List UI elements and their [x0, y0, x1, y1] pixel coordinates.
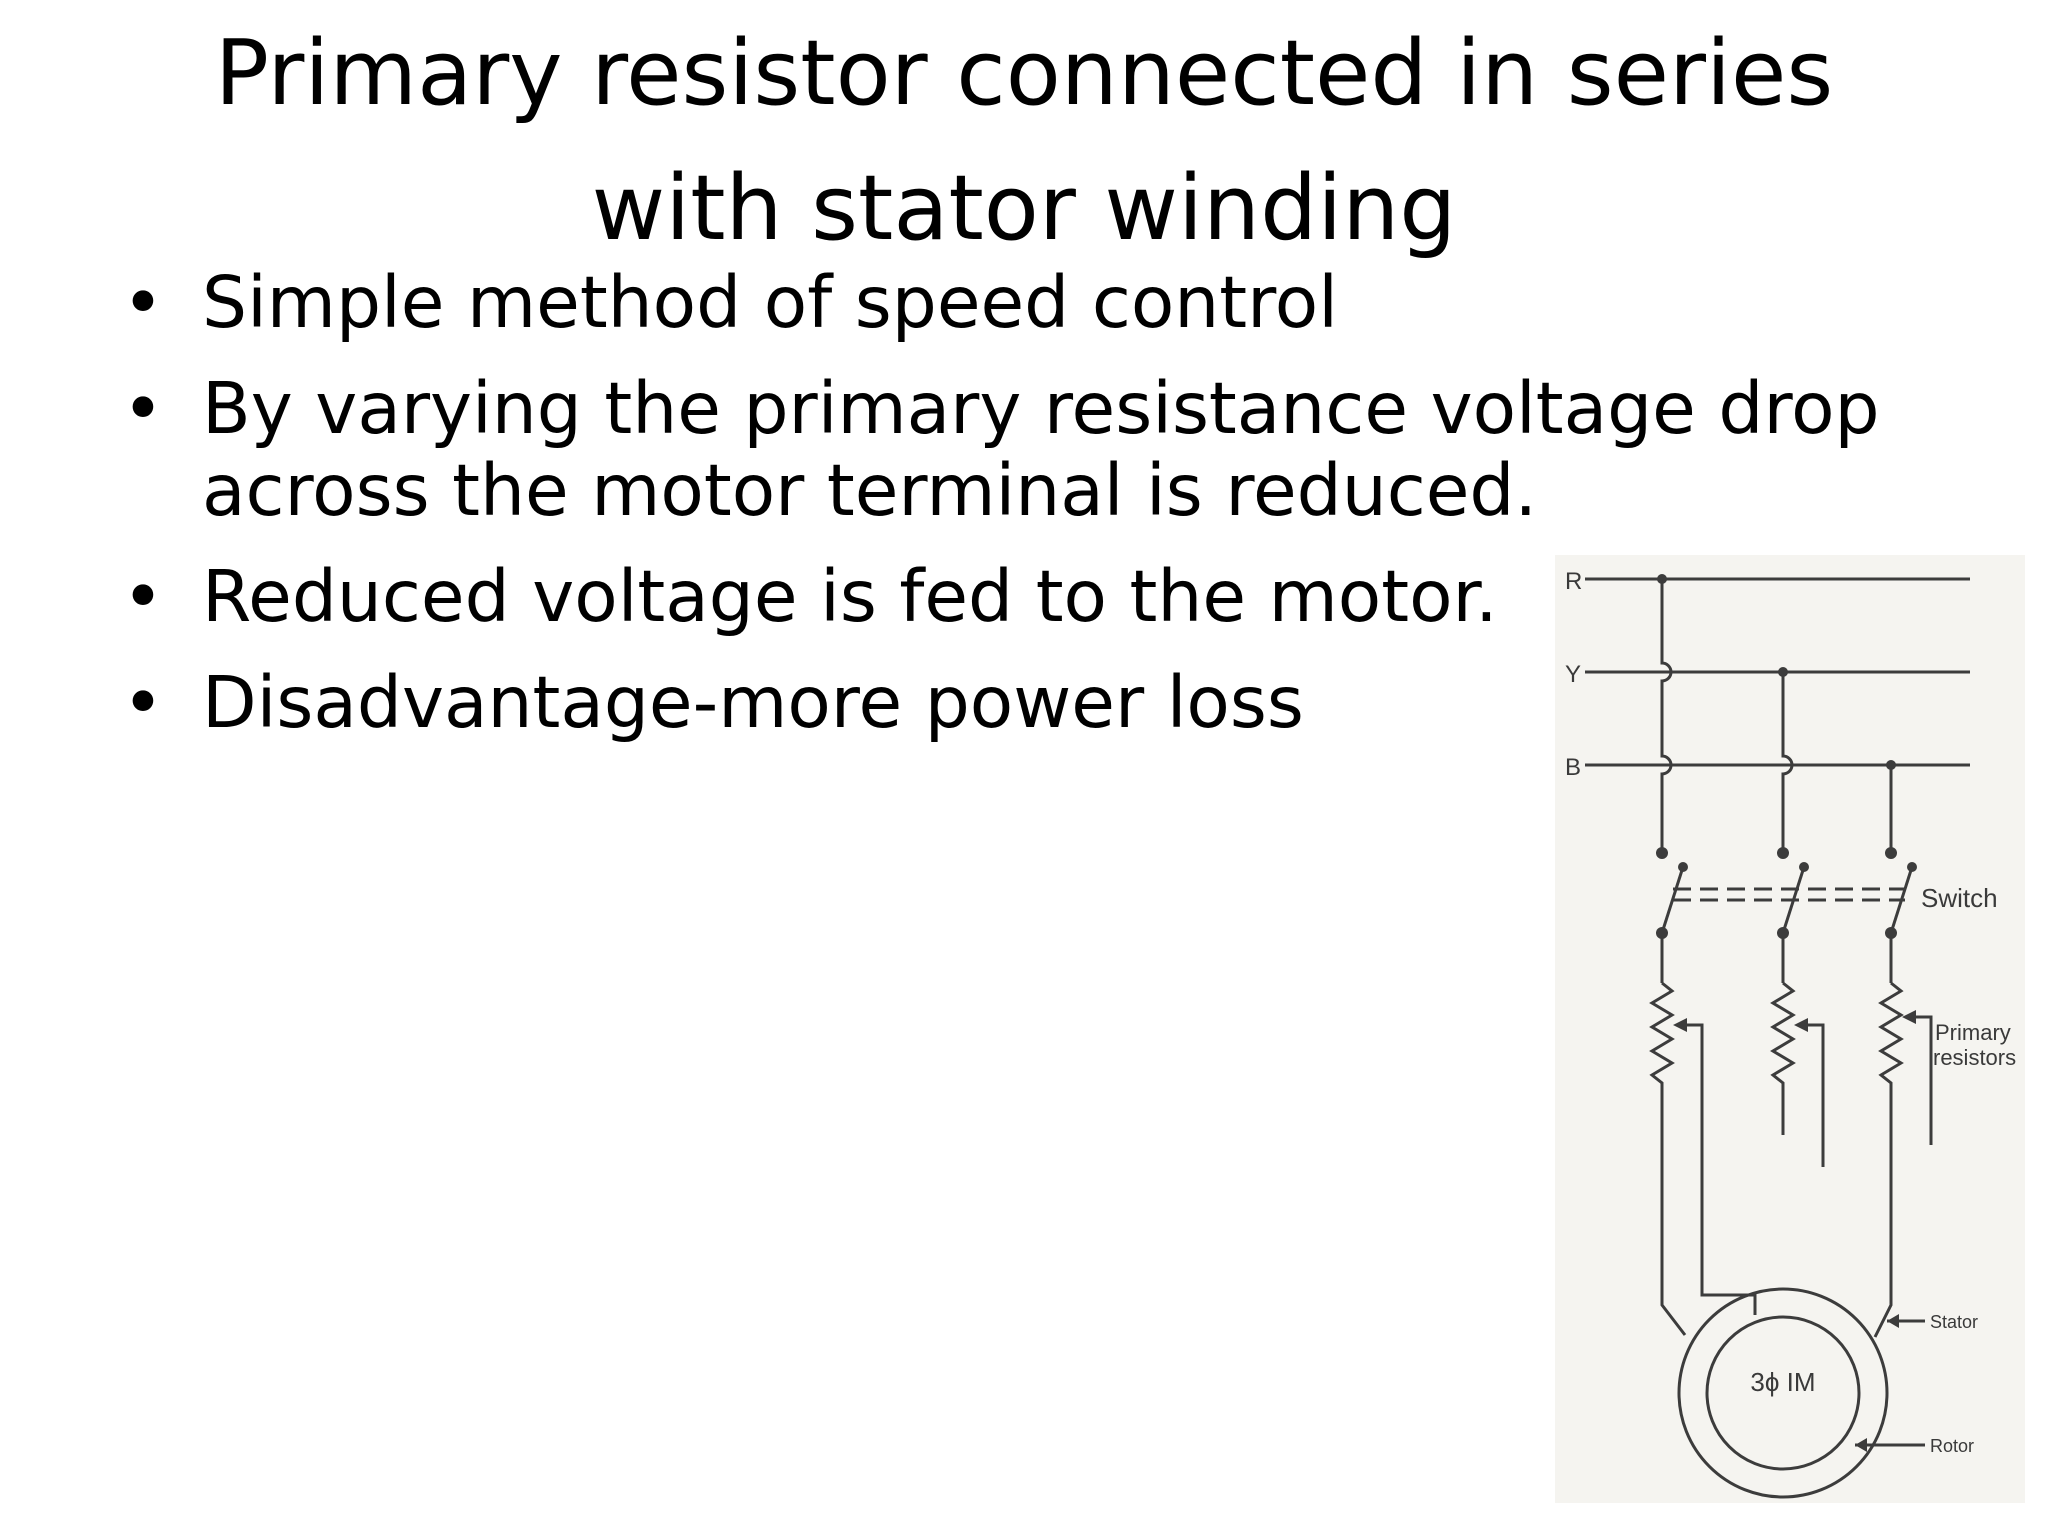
circuit-diagram: R Y B Switch Primary resistors 3ϕ IM Sta… — [1555, 555, 2025, 1503]
title-line-1: Primary resistor connected in series — [214, 21, 1834, 126]
primary-resistor-3 — [1878, 981, 1904, 1135]
stator-circle — [1677, 1287, 1889, 1499]
switch-blade-1 — [1660, 866, 1685, 934]
motor-label: 3ϕ IM — [1750, 1367, 1815, 1397]
motor-feed-3 — [1873, 1135, 1893, 1338]
title-line-2: with stator winding — [591, 156, 1457, 261]
bullet-item: Simple method of speed control — [120, 262, 1880, 345]
primary-resistor-2 — [1770, 981, 1796, 1135]
slide-title: Primary resistor connected in series wit… — [100, 6, 1948, 276]
bullet-item: By varying the primary resistance voltag… — [120, 368, 1880, 532]
primary-resistor-1 — [1649, 981, 1675, 1135]
drop-wire-r — [1660, 579, 1673, 853]
resistor-tap-2 — [1798, 1023, 1825, 1167]
drop-wire-y — [1781, 672, 1794, 853]
resistor-label-line1: Primary — [1935, 1020, 2011, 1045]
resistor-label-line2: resistors — [1933, 1045, 2016, 1070]
resistor-tap-3 — [1906, 1015, 1933, 1145]
stator-label: Stator — [1930, 1312, 1978, 1332]
phase-r-label: R — [1565, 568, 1582, 595]
bullet-item: Disadvantage-more power loss — [120, 662, 1880, 745]
phase-y-label: Y — [1565, 661, 1581, 688]
phase-b-label: B — [1565, 754, 1581, 781]
motor-feed-2 — [1700, 1167, 1757, 1315]
circuit-diagram-svg: R Y B Switch Primary resistors 3ϕ IM Sta… — [1565, 568, 2016, 1499]
rotor-label: Rotor — [1930, 1436, 1974, 1456]
bullet-list: Simple method of speed control By varyin… — [120, 262, 1880, 768]
bullet-item: Reduced voltage is fed to the motor. — [120, 556, 1880, 639]
rotor-circle — [1705, 1315, 1861, 1471]
resistor-tap-1 — [1677, 1023, 1704, 1167]
motor-feed-1 — [1660, 1135, 1687, 1336]
switch-label: Switch — [1921, 883, 1998, 913]
